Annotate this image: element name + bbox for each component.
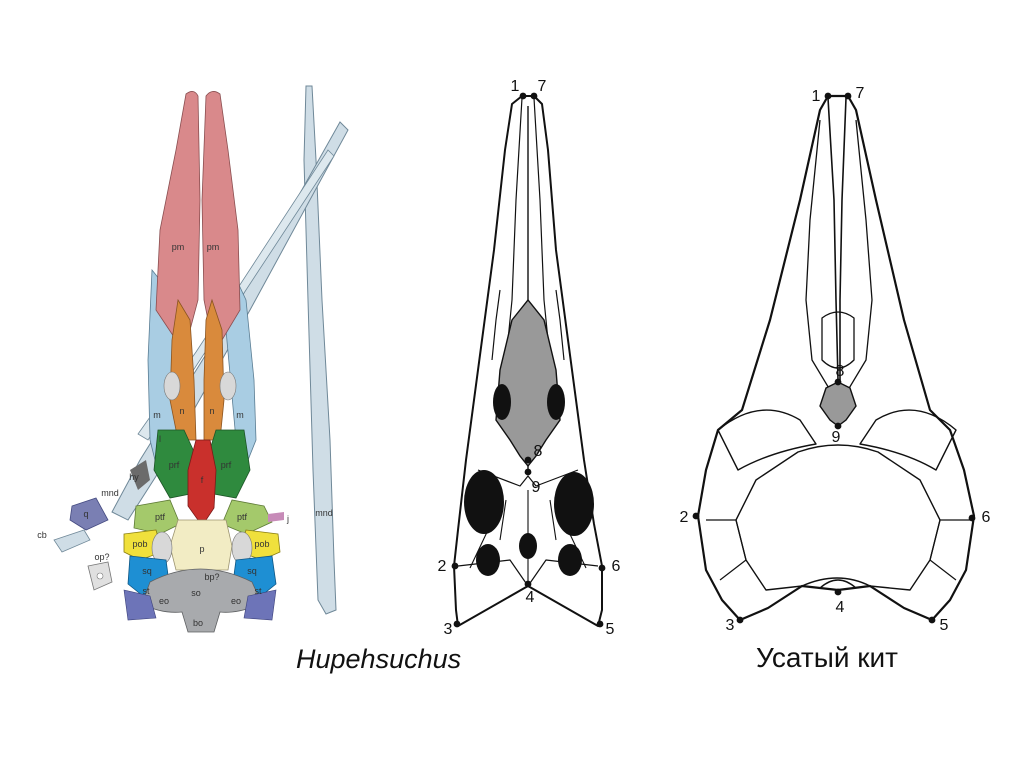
hupeh-landmark-3 xyxy=(454,621,461,628)
hupeh-landmark-label-3: 3 xyxy=(444,621,453,638)
ceratobranchial xyxy=(54,530,90,552)
whale-right-squamosal xyxy=(930,520,970,580)
hupeh-landmark-4 xyxy=(525,581,532,588)
label-op: op? xyxy=(94,552,109,562)
baleen-whale-outline-skull xyxy=(698,96,974,620)
hupeh-landmark-8 xyxy=(525,457,532,464)
left-naris xyxy=(164,372,180,400)
whale-landmark-label-1: 1 xyxy=(812,88,821,105)
label-st-left: st xyxy=(142,586,150,596)
label-prf-right: prf xyxy=(221,460,232,470)
hupeh-landmark-label-1: 1 xyxy=(511,78,520,95)
whale-landmark-label-4: 4 xyxy=(836,599,845,616)
hupeh-left-maxilla-line xyxy=(492,290,500,360)
label-ptf-right: ptf xyxy=(237,512,248,522)
whale-landmark-7 xyxy=(845,93,852,100)
hupeh-left-nasal-opening xyxy=(493,384,511,420)
whale-left-squamosal xyxy=(706,520,746,580)
whale-landmark-label-8: 8 xyxy=(836,363,845,380)
label-hy: hy xyxy=(129,472,139,482)
jugal xyxy=(268,512,284,522)
label-m-left: m xyxy=(153,410,161,420)
whale-frontal-right xyxy=(860,410,956,470)
hupehsuchus-caption: Hupehsuchus xyxy=(296,644,461,675)
right-premaxilla xyxy=(202,91,240,340)
whale-occipital-condyle xyxy=(820,580,856,588)
label-pm-left: pm xyxy=(172,242,185,252)
whale-left-premaxilla xyxy=(828,98,838,380)
label-pob-right: pob xyxy=(254,539,269,549)
whale-landmark-3 xyxy=(737,617,744,624)
whale-landmark-6 xyxy=(969,515,976,522)
hupeh-right-orbit xyxy=(554,472,594,536)
label-eo-right: eo xyxy=(231,596,241,606)
label-mnd-left: mnd xyxy=(101,488,119,498)
quadrate xyxy=(70,498,108,530)
whale-landmark-2 xyxy=(693,513,700,520)
label-prf-left: prf xyxy=(169,460,180,470)
label-mnd-right: mnd xyxy=(315,508,333,518)
label-sq-left: sq xyxy=(142,566,152,576)
whale-landmark-label-2: 2 xyxy=(680,509,689,526)
label-j: j xyxy=(286,514,289,524)
hupeh-left-orbit xyxy=(464,470,504,534)
hupeh-landmark-2 xyxy=(452,563,459,570)
label-bp: bp? xyxy=(204,572,219,582)
whale-maxilla-right xyxy=(848,120,872,390)
hupeh-landmark-6 xyxy=(599,565,606,572)
hupeh-landmark-label-2: 2 xyxy=(438,558,447,575)
opisthotic-foramen xyxy=(97,573,103,579)
hupeh-right-temporal-fenestra xyxy=(558,544,582,576)
whale-braincase xyxy=(736,445,940,590)
hupeh-landmark-label-5: 5 xyxy=(606,621,615,638)
hupeh-right-nasal-opening xyxy=(547,384,565,420)
label-pob-left: pob xyxy=(132,539,147,549)
label-bo: bo xyxy=(193,618,203,628)
whale-landmark-label-5: 5 xyxy=(940,617,949,634)
label-eo-left: eo xyxy=(159,596,169,606)
whale-landmark-5 xyxy=(929,617,936,624)
label-l: l xyxy=(159,434,161,444)
label-st-right: st xyxy=(254,586,262,596)
whale-landmark-label-7: 7 xyxy=(856,85,865,102)
whale-landmark-1 xyxy=(825,93,832,100)
label-q: q xyxy=(83,509,88,519)
label-n-left: n xyxy=(179,406,184,416)
hupeh-gray-frontal xyxy=(496,300,560,466)
whale-landmark-points xyxy=(693,93,976,624)
hupehsuchus-colored-skull: pm pm m m n n l prf prf f hy mnd mnd q c… xyxy=(37,86,348,632)
label-n-right: n xyxy=(209,406,214,416)
label-sq-right: sq xyxy=(247,566,257,576)
hupeh-pineal-opening xyxy=(519,533,537,559)
label-so: so xyxy=(191,588,201,598)
hupeh-landmark-5 xyxy=(597,621,604,628)
hupeh-landmark-1 xyxy=(520,93,527,100)
right-naris xyxy=(220,372,236,400)
hupeh-landmark-7 xyxy=(531,93,538,100)
label-m-right: m xyxy=(236,410,244,420)
baleen-whale-caption: Усатый кит xyxy=(756,642,898,674)
label-cb: cb xyxy=(37,530,47,540)
whale-frontal-left xyxy=(718,410,816,470)
label-pm-right: pm xyxy=(207,242,220,252)
whale-right-premaxilla xyxy=(840,98,846,380)
whale-gray-frontal xyxy=(820,382,856,426)
whale-outer-outline xyxy=(698,96,974,620)
hupeh-landmark-label-9: 9 xyxy=(532,479,541,496)
hupeh-landmark-label-8: 8 xyxy=(534,443,543,460)
hupeh-left-temporal-fenestra xyxy=(476,544,500,576)
label-ptf-left: ptf xyxy=(155,512,166,522)
whale-landmark-label-6: 6 xyxy=(982,509,991,526)
whale-landmark-label-3: 3 xyxy=(726,617,735,634)
hupeh-landmark-label-7: 7 xyxy=(538,78,547,95)
whale-landmark-label-9: 9 xyxy=(832,429,841,446)
label-p: p xyxy=(199,544,204,554)
hupeh-landmark-9 xyxy=(525,469,532,476)
hupeh-landmark-label-6: 6 xyxy=(612,558,621,575)
hupeh-landmark-label-4: 4 xyxy=(526,589,535,606)
whale-landmark-4 xyxy=(835,589,842,596)
